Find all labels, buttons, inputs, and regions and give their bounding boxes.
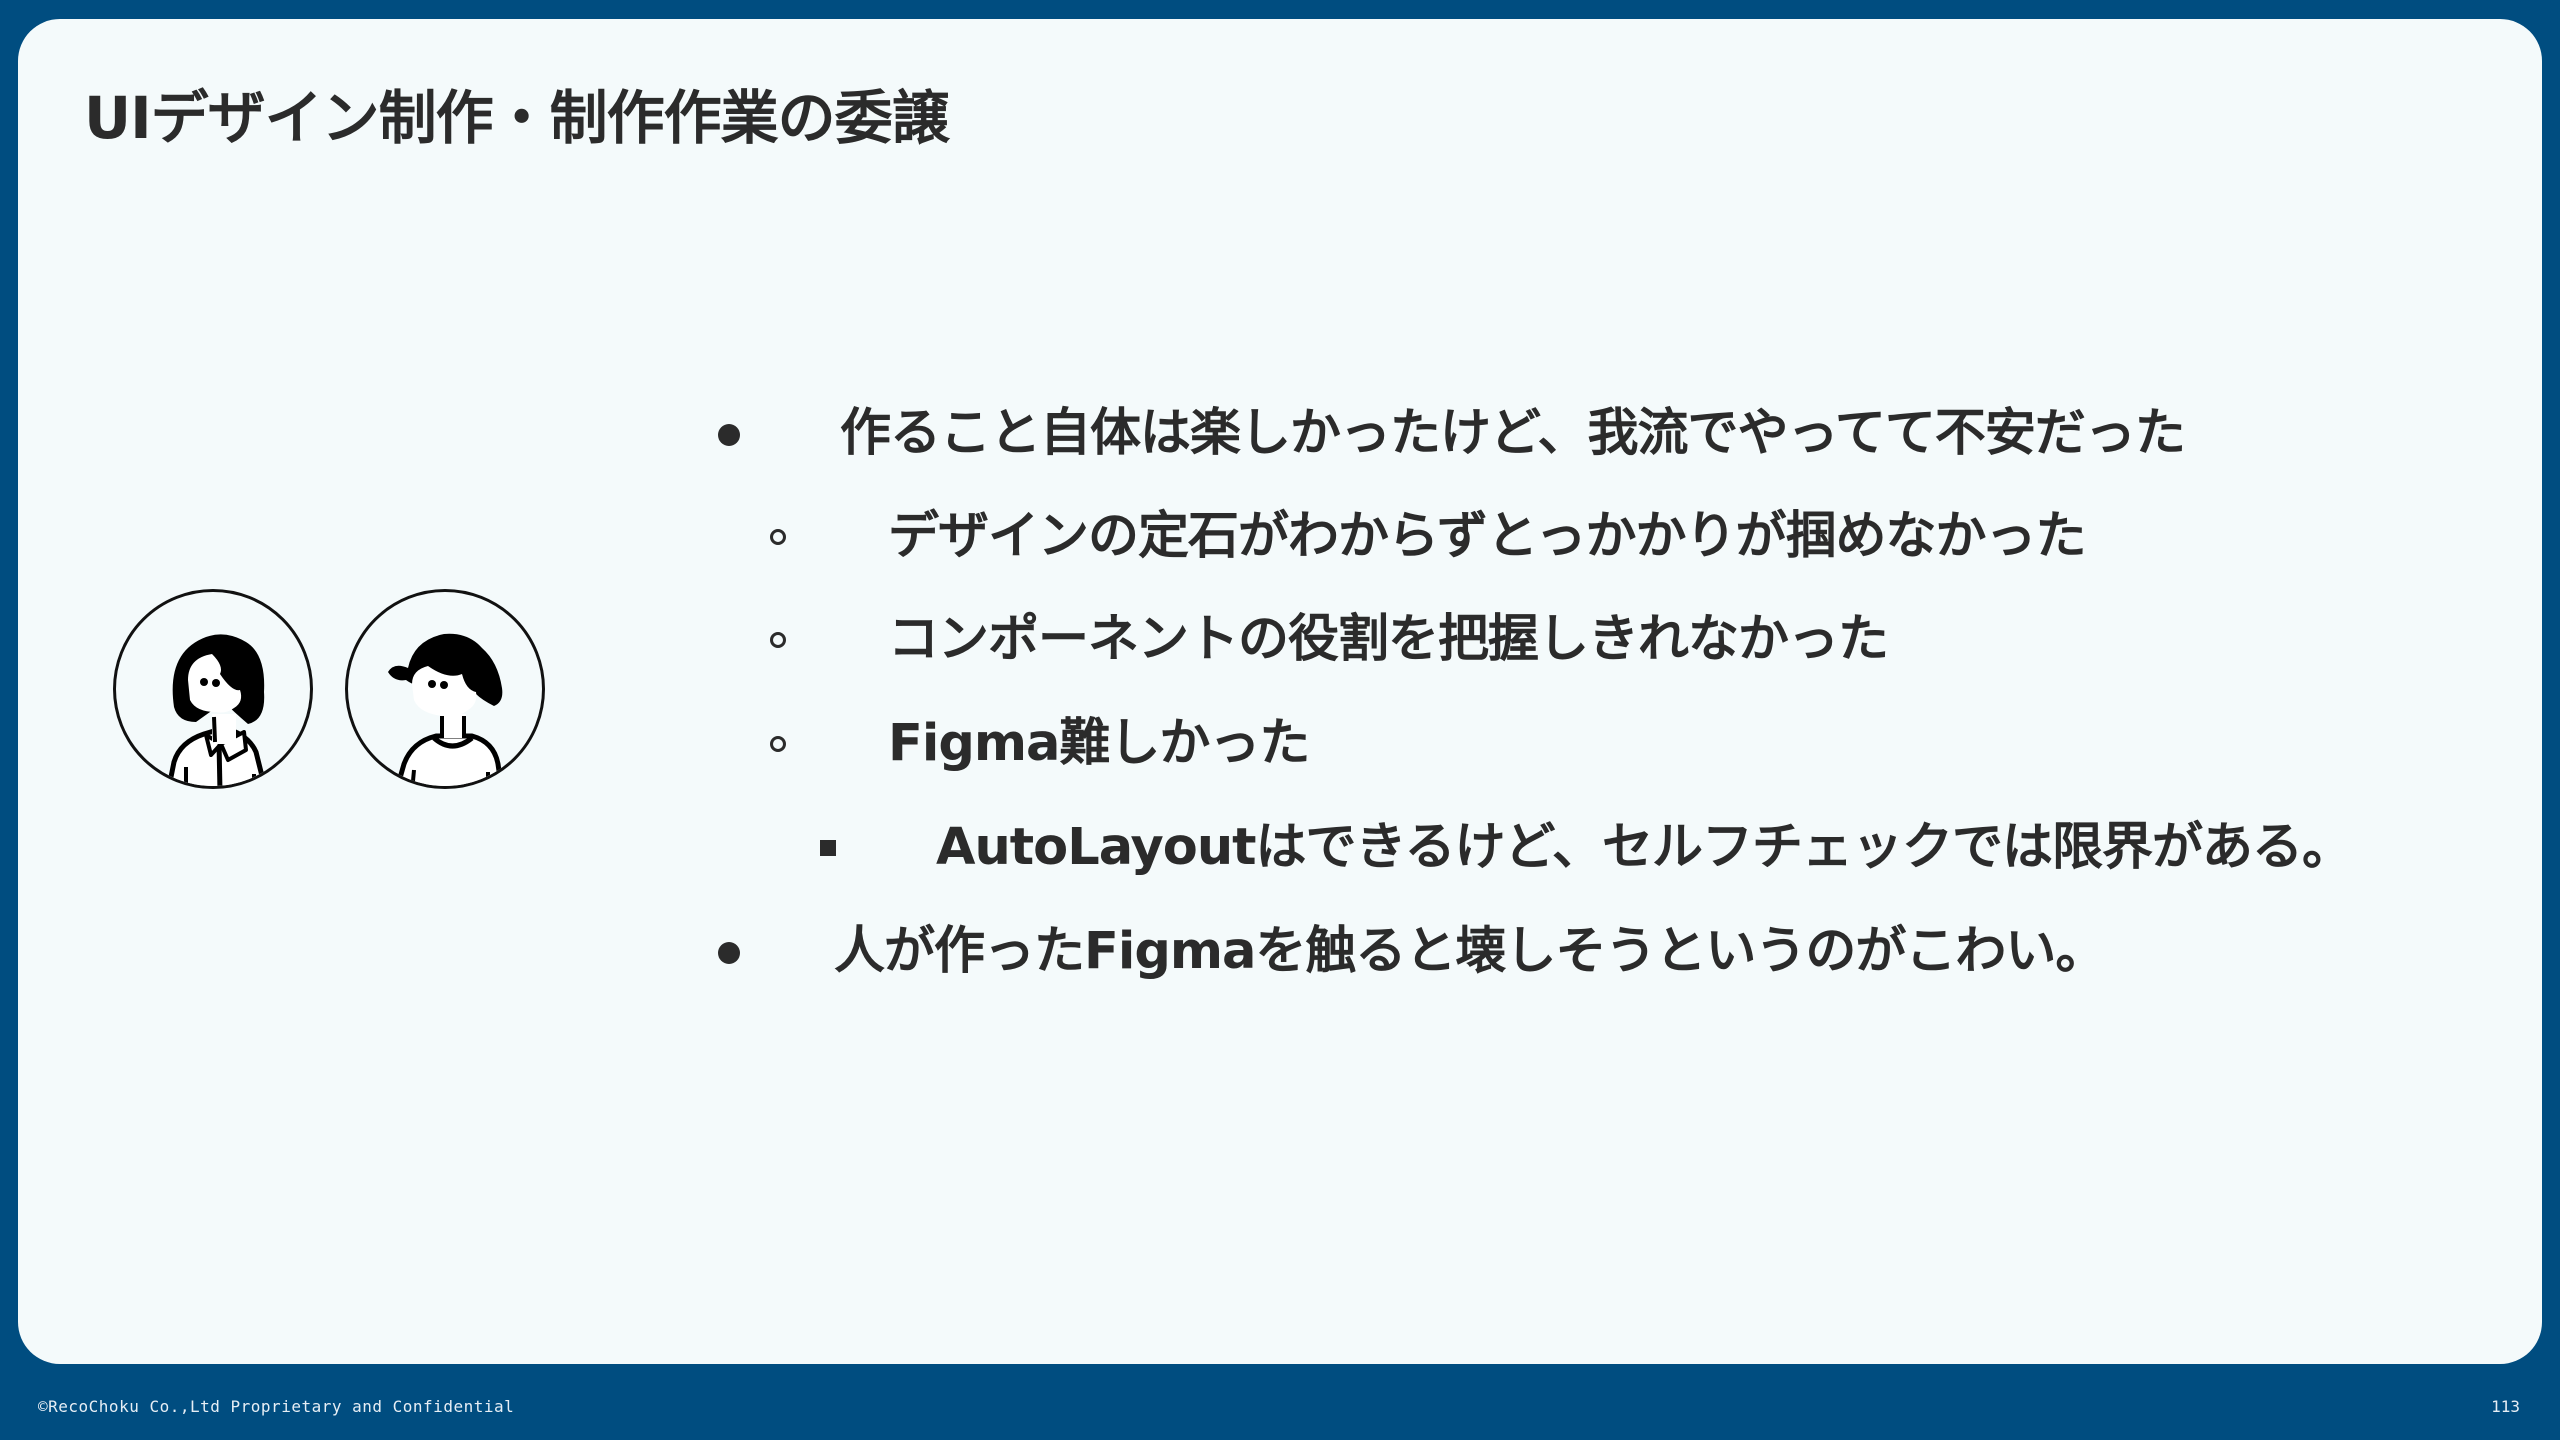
bullet-text: デザインの定石がわからずとっかかりが掴めなかった xyxy=(888,507,2086,566)
square-bullet-icon xyxy=(820,840,836,856)
circle-bullet-icon xyxy=(770,736,786,752)
bullet-text: コンポーネントの役割を把握しきれなかった xyxy=(888,610,1889,669)
woman-avatar-icon xyxy=(113,589,313,789)
bullet-text: AutoLayoutはできるけど、セルフチェックでは限界がある。 xyxy=(936,818,2353,877)
disc-bullet-icon xyxy=(718,942,740,964)
woman-illustration-icon xyxy=(166,634,268,786)
page-number: 113 xyxy=(2491,1397,2520,1416)
copyright-footer: ©RecoChoku Co.,Ltd Proprietary and Confi… xyxy=(38,1397,515,1416)
bullet-text: 作ること自体は楽しかったけど、我流でやってて不安だった xyxy=(840,404,2186,463)
man-illustration-icon xyxy=(388,633,504,786)
disc-bullet-icon xyxy=(718,424,740,446)
circle-bullet-icon xyxy=(770,529,786,545)
man-avatar-icon xyxy=(345,589,545,789)
circle-bullet-icon xyxy=(770,632,786,648)
slide-title: UIデザイン制作・制作作業の委譲 xyxy=(84,84,950,152)
bullet-text: 人が作ったFigmaを触ると壊しそうというのがこわい。 xyxy=(834,922,2106,981)
bullet-text: Figma難しかった xyxy=(888,714,1310,773)
